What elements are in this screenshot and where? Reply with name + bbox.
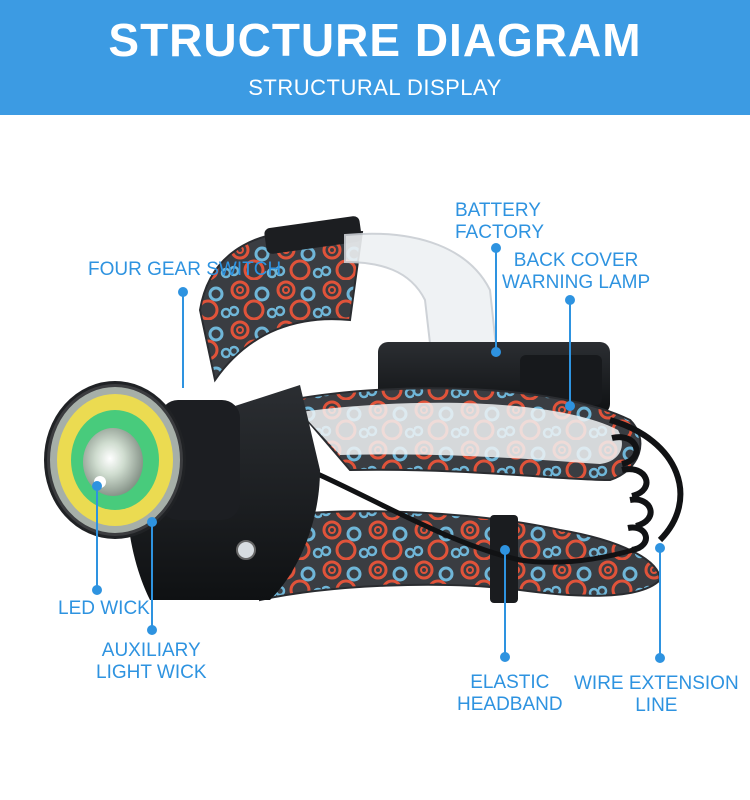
top-strap (198, 229, 364, 383)
label-battery-factory: BATTERY FACTORY (455, 200, 545, 243)
page-title: STRUCTURE DIAGRAM (108, 14, 642, 66)
label-back-cover-warning-lamp: BACK COVER WARNING LAMP (502, 250, 651, 293)
lamp-head (44, 381, 240, 539)
coiled-wire (609, 417, 684, 553)
label-four-gear-switch: FOUR GEAR SWITCH (88, 259, 282, 280)
strap-buckle (264, 216, 362, 254)
page-subtitle: STRUCTURAL DISPLAY (248, 75, 502, 100)
header-banner: STRUCTURE DIAGRAM STRUCTURAL DISPLAY (0, 0, 750, 115)
label-auxiliary-light-wick: AUXILIARY LIGHT WICK (96, 640, 207, 683)
leader-lines (92, 243, 665, 663)
label-wire-extension-line: WIRE EXTENSION LINE (574, 673, 739, 716)
label-elastic-headband: ELASTIC HEADBAND (457, 672, 563, 715)
label-led-wick: LED WICK (58, 598, 150, 619)
wire (264, 452, 641, 565)
